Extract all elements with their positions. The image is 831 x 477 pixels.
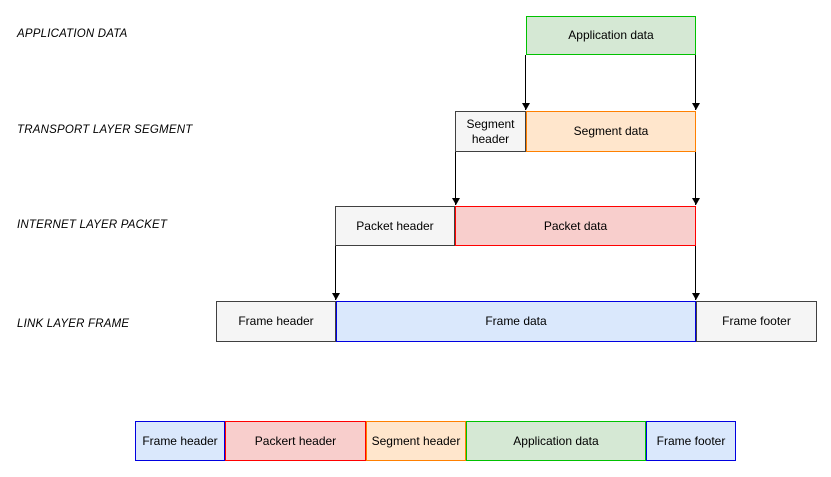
packet-header-box: Packet header xyxy=(335,206,455,246)
segment-data-box: Segment data xyxy=(526,111,696,152)
application-data-box: Application data xyxy=(526,16,696,55)
down-arrow xyxy=(451,152,460,205)
layer-label-internet: INTERNET LAYER PACKET xyxy=(17,219,168,231)
composite-packet-header-box: Packert header xyxy=(225,421,366,461)
layer-label-application: APPLICATION DATA xyxy=(17,28,128,40)
down-arrow xyxy=(691,55,700,110)
frame-footer-box: Frame footer xyxy=(696,301,817,342)
down-arrow xyxy=(521,55,530,110)
layer-label-link: LINK LAYER FRAME xyxy=(17,318,130,330)
layer-label-transport: TRANSPORT LAYER SEGMENT xyxy=(17,124,193,136)
down-arrow xyxy=(691,246,700,300)
composite-segment-header-box: Segment header xyxy=(366,421,466,461)
frame-header-box: Frame header xyxy=(216,301,336,342)
composite-application-data-box: Application data xyxy=(466,421,646,461)
down-arrow xyxy=(331,246,340,300)
frame-data-box: Frame data xyxy=(336,301,696,342)
composite-frame-footer-box: Frame footer xyxy=(646,421,736,461)
segment-header-box: Segment header xyxy=(455,111,526,152)
composite-frame-header-box: Frame header xyxy=(135,421,225,461)
packet-data-box: Packet data xyxy=(455,206,696,246)
down-arrow xyxy=(691,152,700,205)
